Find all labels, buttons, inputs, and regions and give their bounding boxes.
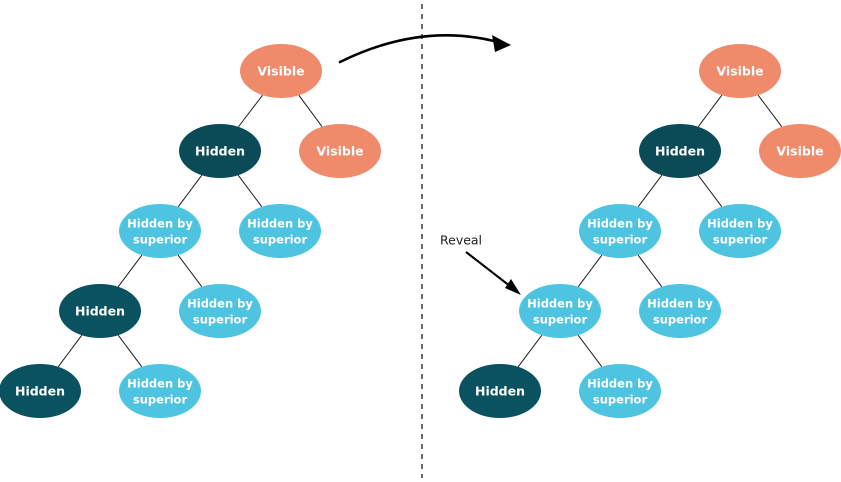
tree-edge	[697, 94, 723, 128]
transition-arrow	[338, 33, 511, 64]
node-ellipse	[699, 44, 781, 98]
tree-edge	[577, 334, 603, 368]
tree-node-visible[interactable]: Visible	[240, 44, 322, 98]
node-ellipse	[299, 124, 381, 178]
node-ellipse	[119, 204, 201, 258]
node-ellipse	[239, 204, 321, 258]
node-ellipse	[179, 284, 261, 338]
node-ellipse	[119, 364, 201, 418]
node-ellipse	[759, 124, 841, 178]
tree-edge	[298, 94, 323, 128]
tree-edge	[117, 254, 143, 288]
tree-node-hidden-alt[interactable]: Hidden	[59, 284, 141, 338]
tree-node-hidden[interactable]: Hidden	[639, 124, 721, 178]
tree-edge	[117, 334, 143, 368]
tree-edge	[577, 254, 603, 288]
tree-edge	[237, 174, 263, 208]
tree-edge	[517, 334, 543, 368]
tree-edge	[57, 334, 83, 368]
tree-node-visible[interactable]: Visible	[759, 124, 841, 178]
node-ellipse	[639, 284, 721, 338]
node-ellipse	[519, 284, 601, 338]
reveal-label: Reveal	[440, 233, 482, 248]
node-ellipse	[699, 204, 781, 258]
tree-edge	[177, 174, 203, 208]
tree-node-visible[interactable]: Visible	[299, 124, 381, 178]
tree-node-visible[interactable]: Visible	[699, 44, 781, 98]
node-ellipse	[579, 364, 661, 418]
tree-edge	[637, 254, 663, 288]
tree-edge	[757, 94, 783, 128]
tree-edge	[238, 94, 263, 128]
right-tree-edges	[517, 94, 783, 368]
node-ellipse	[639, 124, 721, 178]
tree-node-hidden-alt[interactable]: Hidden	[0, 364, 81, 418]
node-ellipse	[240, 44, 322, 98]
node-ellipse	[459, 364, 541, 418]
node-ellipse	[59, 284, 141, 338]
node-ellipse	[179, 124, 261, 178]
tree-node-hidden-alt[interactable]: Hidden	[459, 364, 541, 418]
node-ellipse	[579, 204, 661, 258]
tree-node-hidden[interactable]: Hidden	[179, 124, 261, 178]
tree-edge	[697, 174, 723, 208]
left-tree-edges	[57, 94, 323, 368]
tree-edge	[637, 174, 663, 208]
tree-edge	[177, 254, 203, 288]
node-ellipse	[0, 364, 81, 418]
reveal-annotation: Reveal	[440, 233, 521, 295]
